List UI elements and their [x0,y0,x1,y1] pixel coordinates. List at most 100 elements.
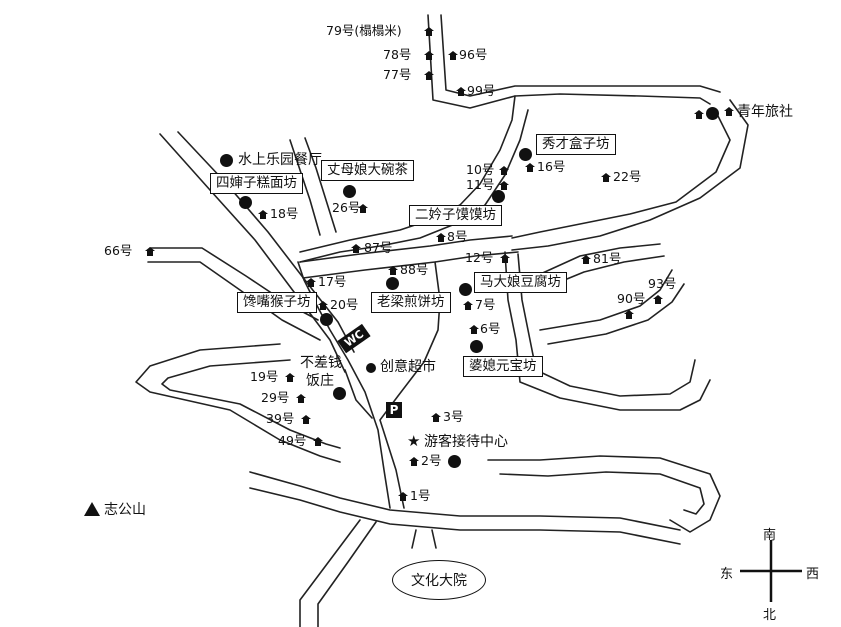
house-icon [409,457,419,466]
mountain-icon [84,502,100,516]
house-icon [313,437,323,446]
house-17-label: 17号 [318,274,347,289]
madaniang-box: 马大娘豆腐坊 [474,272,567,293]
chuangyi-label: 创意超市 [380,359,436,375]
house-22-label: 22号 [613,169,642,184]
siwei-box: 四婶子糕面坊 [210,173,303,194]
house-icon [301,415,311,424]
house-6-label: 6号 [480,321,501,336]
house-90-label: 90号 [617,291,646,306]
house-icon [285,373,295,382]
house-icon [525,163,535,172]
house-icon [499,181,509,190]
house-icon [398,492,408,501]
house-93-label: 93号 [648,276,677,291]
bucha-label-2: 饭庄 [306,373,334,389]
house-29-label: 29号 [261,390,290,405]
house-39-label: 39号 [266,411,295,426]
compass-west: 西 [806,567,820,582]
house-icon [258,210,268,219]
compass-south: 南 [763,528,777,543]
house-77-label: 77号 [383,67,412,82]
house-10-label: 10号 [466,162,495,177]
house-icon [318,301,328,310]
house-79-label: 79号(榻榻米) [326,23,402,38]
house-8-label: 8号 [447,229,468,244]
house-icon [306,278,316,287]
house-26-label: 26号 [332,200,361,215]
house-20-label: 20号 [330,297,359,312]
culture-courtyard: 文化大院 [392,560,486,600]
xiucai-box: 秀才盒子坊 [536,134,616,155]
house-icon [653,295,663,304]
house-19-label: 19号 [250,369,279,384]
house-49-label: 49号 [278,433,307,448]
hostel-label: 青年旅社 [737,104,793,120]
house-icon [448,51,458,60]
house-icon [463,301,473,310]
house-3-label: 3号 [443,409,464,424]
house-icon [424,71,434,80]
poxi-marker [470,340,483,353]
culture-label: 文化大院 [411,573,467,589]
laoliang-marker [386,277,399,290]
water-park-marker [220,154,233,167]
visitor-label: 游客接待中心 [424,434,508,450]
house-78-label: 78号 [383,47,412,62]
chuangyi-marker [366,363,376,373]
house-icon [500,254,510,263]
house-16-label: 16号 [537,159,566,174]
visitor-marker [448,455,461,468]
hostel-marker [706,107,719,120]
bucha-label-1: 不差钱 [300,355,342,371]
water-park-label: 水上乐园餐厅 [238,152,322,168]
visitor-star-icon: ★ [407,432,421,450]
house-icon [358,204,368,213]
compass-north: 北 [763,608,777,623]
house-11-label: 11号 [466,177,495,192]
house-icon [456,87,466,96]
house-icon [499,166,509,175]
madaniang-marker [459,283,472,296]
house-2-label: 2号 [421,453,442,468]
house-18-label: 18号 [270,206,299,221]
mountain-label: 志公山 [104,502,146,518]
house-12-label: 12号 [465,250,494,265]
chanzui-marker [320,313,333,326]
house-81-label: 81号 [593,251,622,266]
siwei-marker [239,196,252,209]
house-88-label: 88号 [400,262,429,277]
house-87-label: 87号 [364,240,393,255]
house-7-label: 7号 [475,297,496,312]
house-96-label: 96号 [459,47,488,62]
house-icon [436,233,446,242]
house-icon [424,51,434,60]
chanzui-box: 馋嘴猴子坊 [237,292,317,313]
erlian-marker [492,190,505,203]
laoliang-box: 老梁煎饼坊 [371,292,451,313]
bucha-marker [333,387,346,400]
house-99-label: 99号 [467,83,496,98]
compass-icon [740,540,802,602]
house-66-label: 66号 [104,243,133,258]
xiucai-marker [519,148,532,161]
house-icon [469,325,479,334]
parking-sign: P [386,402,402,418]
poxi-box: 婆媳元宝坊 [463,356,543,377]
house-icon [624,310,634,319]
zhangmu-box: 丈母娘大碗茶 [321,160,414,181]
zhangmu-marker [343,185,356,198]
house-icon [601,173,611,182]
house-icon [351,244,361,253]
erlian-box: 二妗子馍馍坊 [409,205,502,226]
house-icon [724,107,734,116]
house-icon [581,255,591,264]
house-icon [145,247,155,256]
house-icon [388,266,398,275]
house-icon [296,394,306,403]
house-icon [694,110,704,119]
house-1-label: 1号 [410,488,431,503]
house-icon [424,27,434,36]
